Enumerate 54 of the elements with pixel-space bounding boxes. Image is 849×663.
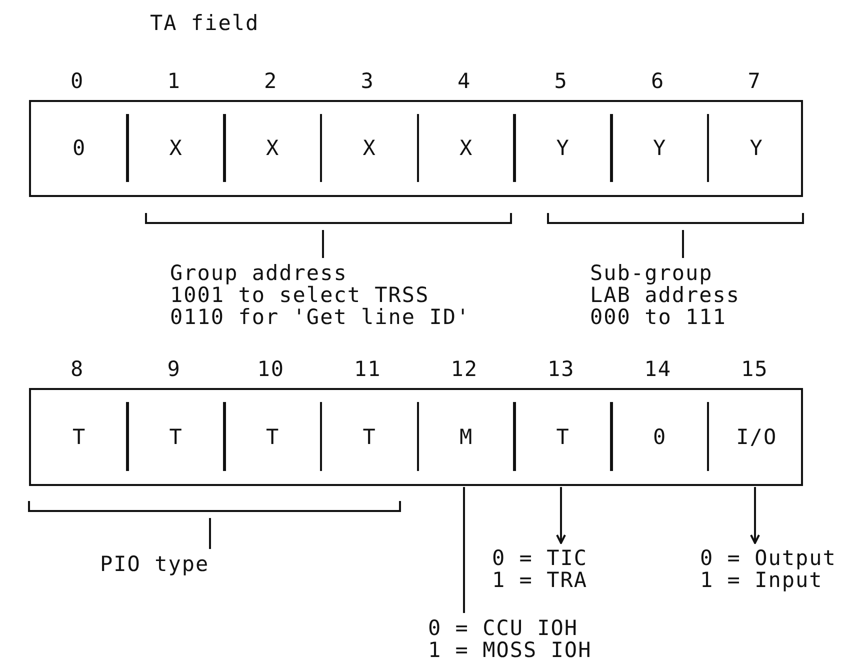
bit-number: 9	[166, 358, 182, 380]
bit-number: 3	[360, 70, 376, 92]
leader-line	[322, 230, 324, 258]
bit-cell: Y	[514, 102, 612, 194]
bit-cell: X	[128, 102, 224, 194]
annotation-text: PIO type	[100, 553, 210, 575]
annotation-text: 0 = Output	[700, 547, 836, 569]
bit-number: 15	[740, 358, 770, 380]
bit-number: 1	[166, 70, 182, 92]
leader-line	[209, 518, 211, 549]
bit-cell: X	[418, 102, 515, 194]
arrow	[556, 487, 566, 544]
bit-cell: T	[128, 390, 224, 483]
bit-cell: X	[224, 102, 322, 194]
bit-number: 11	[352, 358, 382, 380]
bit-number: 0	[70, 70, 86, 92]
bit-number: 14	[643, 358, 673, 380]
bit-cell: 0	[31, 102, 128, 194]
bit-cell: I/O	[708, 390, 805, 483]
register-box	[29, 100, 803, 197]
annotation-text: 1 = MOSS IOH	[428, 639, 592, 661]
annotation-text: 1001 to select TRSS	[170, 284, 430, 306]
bit-cell: T	[321, 390, 418, 483]
annotation-text: 0110 for 'Get line ID'	[170, 306, 470, 328]
diagram-title: TA field	[150, 12, 260, 34]
bit-cell: X	[321, 102, 418, 194]
bit-number: 13	[546, 358, 576, 380]
bit-cell: M	[418, 390, 515, 483]
annotation-text: 000 to 111	[590, 306, 728, 328]
bit-cell: T	[31, 390, 128, 483]
bit-number: 2	[263, 70, 279, 92]
annotation-text: 1 = TRA	[492, 569, 588, 591]
bit-cell: T	[224, 390, 322, 483]
bit-number: 7	[746, 70, 762, 92]
bit-number: 12	[450, 358, 480, 380]
leader-line	[463, 487, 465, 613]
arrow	[750, 487, 760, 544]
bit-number: 8	[70, 358, 86, 380]
bit-cell: Y	[612, 102, 708, 194]
bit-number: 10	[256, 358, 286, 380]
bit-cell: T	[514, 390, 612, 483]
register-box	[29, 388, 803, 486]
leader-line	[682, 230, 684, 258]
annotation-text: Group address	[170, 262, 348, 284]
annotation-text: LAB address	[590, 284, 740, 306]
bit-number: 6	[650, 70, 666, 92]
annotation-text: Sub-group	[590, 262, 714, 284]
annotation-text: 0 = TIC	[492, 547, 588, 569]
annotation-text: 0 = CCU IOH	[428, 617, 580, 639]
bit-cell: Y	[708, 102, 805, 194]
bit-number: 4	[456, 70, 472, 92]
annotation-text: 1 = Input	[700, 569, 823, 591]
bit-cell: 0	[612, 390, 708, 483]
bit-number: 5	[553, 70, 569, 92]
